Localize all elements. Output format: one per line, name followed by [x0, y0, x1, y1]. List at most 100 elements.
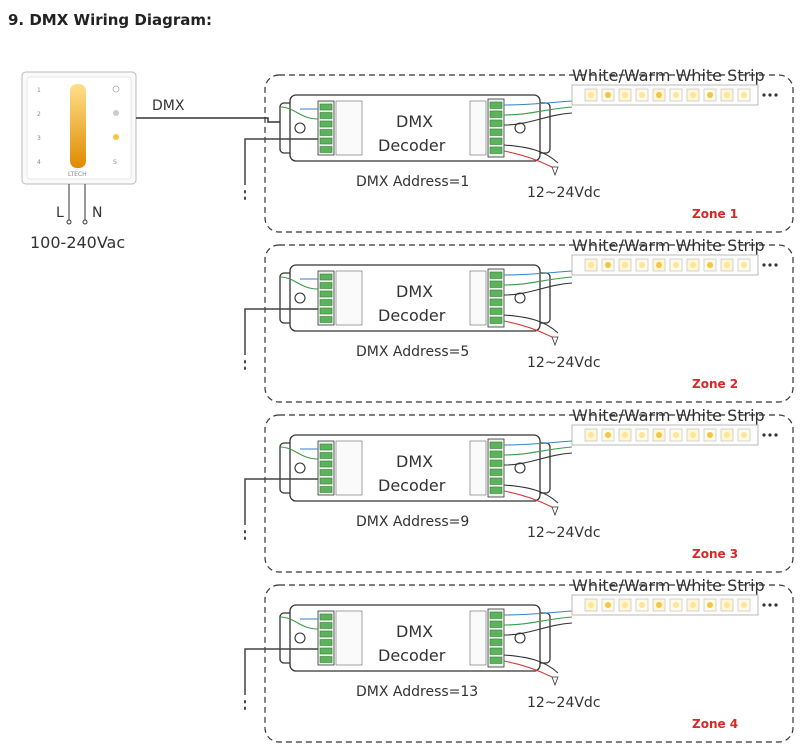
- led-chip-light: [605, 602, 611, 608]
- power-supply-label: 12~24Vdc: [527, 185, 601, 201]
- power-input-icon: [551, 676, 559, 687]
- led-chip-light: [707, 262, 713, 268]
- output-label-strip: [469, 440, 487, 496]
- output-terminal-pin: [489, 459, 503, 467]
- output-terminal-pin: [489, 137, 503, 145]
- mount-hole-left: [294, 292, 306, 304]
- output-terminal-pin: [489, 450, 503, 458]
- input-terminal-pin: [319, 316, 333, 323]
- zone-border: [264, 74, 794, 233]
- strip-continue-dot: [768, 263, 772, 267]
- led-chip-light: [622, 92, 628, 98]
- decoder-label-decoder: Decoder: [378, 136, 446, 155]
- output-wire: [503, 622, 573, 636]
- led-chip-light: [588, 432, 594, 438]
- zone-label: Zone 1: [692, 207, 738, 221]
- strip-label: White/Warm White Strip: [572, 576, 765, 595]
- input-terminal-pin: [319, 112, 333, 119]
- input-terminal-pin: [319, 282, 333, 289]
- brightness-slider: [70, 84, 86, 168]
- input-terminal-pin: [319, 137, 333, 145]
- decoder-label-dmx: DMX: [396, 112, 433, 131]
- bulb-bright-icon: [113, 134, 119, 140]
- terminal-n-label: N: [92, 205, 102, 221]
- output-wire: [503, 616, 573, 626]
- led-chip-light: [639, 262, 645, 268]
- led-chip-light: [639, 92, 645, 98]
- output-terminal-pin: [489, 468, 503, 476]
- strip-continue-dot: [768, 93, 772, 97]
- input-terminal-pin: [319, 460, 333, 468]
- dmx-chain-wire: [244, 648, 318, 695]
- power-positive-wire: [503, 490, 553, 508]
- led-chip-light: [622, 432, 628, 438]
- power-negative-wire: [503, 144, 559, 164]
- dmx-output-label: DMX: [152, 98, 185, 114]
- input-label-strip: [335, 610, 363, 666]
- strip-label: White/Warm White Strip: [572, 236, 765, 255]
- input-data-wire: [279, 616, 319, 630]
- dmx-master-panel: LTECH 1 2 3 4 S L N 100-240Vac DMX: [21, 71, 318, 252]
- input-terminal-pin: [319, 630, 333, 638]
- strip-continue-dot: [768, 433, 772, 437]
- power-positive-wire: [503, 150, 553, 168]
- output-terminal-pin: [489, 486, 503, 494]
- input-terminal-pin: [319, 290, 333, 298]
- input-terminal-pin: [319, 469, 333, 476]
- led-chip-light: [724, 432, 730, 438]
- dmx-address-label: DMX Address=9: [356, 514, 469, 530]
- zone-border: [264, 414, 794, 573]
- led-chip-light: [741, 602, 747, 608]
- supply-voltage-label: 100-240Vac: [30, 233, 125, 252]
- decoder-label-dmx: DMX: [396, 282, 433, 301]
- zone-label: Zone 3: [692, 547, 738, 561]
- output-terminal-pin: [489, 316, 503, 324]
- mount-hole-left: [294, 632, 306, 644]
- led-chip-light: [639, 432, 645, 438]
- led-chip-light: [605, 262, 611, 268]
- power-supply-label: 12~24Vdc: [527, 355, 601, 371]
- power-supply-label: 12~24Vdc: [527, 525, 601, 541]
- led-chip-light: [588, 262, 594, 268]
- led-chip-light: [605, 432, 611, 438]
- strip-continue-dot: [774, 93, 778, 97]
- output-label-strip: [469, 610, 487, 666]
- zone-key-1-icon: 1: [37, 87, 41, 94]
- decoder-label-dmx: DMX: [396, 622, 433, 641]
- output-label-strip: [469, 270, 487, 326]
- led-chip-light: [673, 262, 679, 268]
- led-chip-light: [741, 262, 747, 268]
- led-chip-light: [724, 262, 730, 268]
- led-chip-light: [656, 262, 662, 268]
- led-chip-light: [707, 92, 713, 98]
- dmx-address-label: DMX Address=1: [356, 174, 469, 190]
- output-terminal-pin: [489, 146, 503, 154]
- input-terminal-pin: [319, 486, 333, 493]
- led-chip-light: [707, 602, 713, 608]
- decoder-label-decoder: Decoder: [378, 476, 446, 495]
- input-label-strip: [335, 440, 363, 496]
- dmx-address-label: DMX Address=5: [356, 344, 469, 360]
- output-terminal-pin: [489, 647, 503, 655]
- led-chip-light: [690, 602, 696, 608]
- strip-continue-dot: [762, 603, 766, 607]
- input-terminal-pin: [319, 129, 333, 136]
- neutral-terminal: [82, 219, 88, 225]
- panel-brand: LTECH: [68, 171, 87, 178]
- input-terminal-pin: [319, 477, 333, 485]
- power-negative-wire: [503, 654, 559, 674]
- output-wire: [503, 440, 573, 446]
- input-terminal-pin: [319, 647, 333, 655]
- panel-zone-keys: 1 2 3 4: [37, 87, 41, 166]
- output-wire: [503, 106, 573, 116]
- power-negative-wire: [503, 484, 559, 504]
- zone-key-3-icon: 3: [37, 135, 41, 142]
- led-chip-light: [690, 432, 696, 438]
- input-terminal-pin: [319, 273, 333, 281]
- led-chip-light: [656, 602, 662, 608]
- led-chip-light: [707, 432, 713, 438]
- strip-continue-dot: [768, 603, 772, 607]
